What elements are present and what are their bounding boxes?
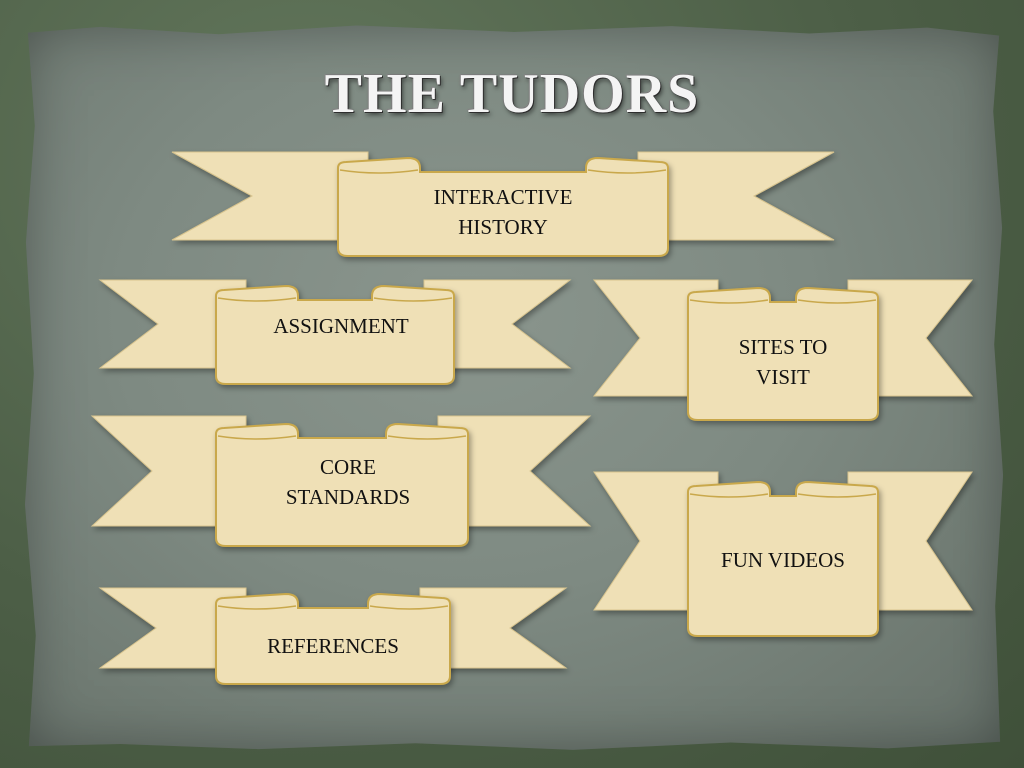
banner-label-core-standards: CORE STANDARDS bbox=[285, 455, 411, 509]
banner-label-assignment: ASSIGNMENT bbox=[273, 314, 409, 338]
ribbon-left-fold bbox=[339, 169, 419, 174]
ribbon-left-fold bbox=[217, 297, 297, 302]
ribbon-left-fold bbox=[217, 435, 297, 440]
banner-references[interactable]: REFERENCES bbox=[98, 587, 568, 686]
ribbon-left-fold bbox=[217, 605, 297, 610]
banner-label-sites-to-visit: SITES TO VISIT bbox=[738, 335, 828, 389]
ribbon-right-tail bbox=[419, 587, 568, 669]
banner-interactive-history[interactable]: INTERACTIVE HISTORY bbox=[171, 151, 835, 258]
ribbon-core-standards-shape bbox=[90, 415, 592, 547]
ribbon-left-tail bbox=[171, 151, 369, 241]
ribbon-right-fold bbox=[373, 297, 453, 302]
ribbon-left-fold bbox=[689, 493, 769, 498]
ribbon-left-tail bbox=[98, 279, 247, 369]
ribbon-right-fold bbox=[797, 299, 877, 304]
banner-fun-videos[interactable]: FUN VIDEOS bbox=[593, 471, 973, 638]
ribbon-right-fold bbox=[369, 605, 449, 610]
ribbon-right-tail bbox=[437, 415, 592, 527]
ribbon-center-panel bbox=[687, 286, 879, 421]
ribbon-left-fold bbox=[689, 299, 769, 304]
ribbon-sites-to-visit-shape bbox=[592, 279, 974, 421]
ribbon-right-fold bbox=[797, 493, 877, 498]
banner-label-references: REFERENCES bbox=[267, 634, 399, 658]
ribbon-interactive-history-shape bbox=[171, 151, 835, 257]
ribbon-center-panel bbox=[215, 422, 469, 547]
ribbon-fun-videos-shape bbox=[593, 471, 973, 637]
banner-label-fun-videos: FUN VIDEOS bbox=[721, 548, 845, 572]
ribbon-assignment-shape bbox=[98, 279, 572, 385]
ribbon-center-panel bbox=[215, 592, 451, 685]
ribbon-right-fold bbox=[587, 169, 667, 174]
banner-sites-to-visit[interactable]: SITES TO VISIT bbox=[592, 279, 974, 422]
slide-title: THE TUDORS bbox=[324, 63, 700, 125]
banner-assignment[interactable]: ASSIGNMENT bbox=[98, 279, 572, 386]
ribbon-left-tail bbox=[90, 415, 247, 527]
ribbon-center-panel bbox=[215, 284, 455, 385]
banner-core-standards[interactable]: CORE STANDARDS bbox=[90, 415, 592, 548]
ribbon-center-panel bbox=[337, 156, 669, 257]
ribbon-references-shape bbox=[98, 587, 568, 685]
ribbon-left-tail bbox=[98, 587, 247, 669]
ribbon-right-tail bbox=[423, 279, 572, 369]
ribbon-right-tail bbox=[637, 151, 835, 241]
banner-label-interactive-history: INTERACTIVE HISTORY bbox=[433, 185, 573, 239]
ribbon-center-panel bbox=[687, 480, 879, 637]
ribbon-right-fold bbox=[387, 435, 467, 440]
